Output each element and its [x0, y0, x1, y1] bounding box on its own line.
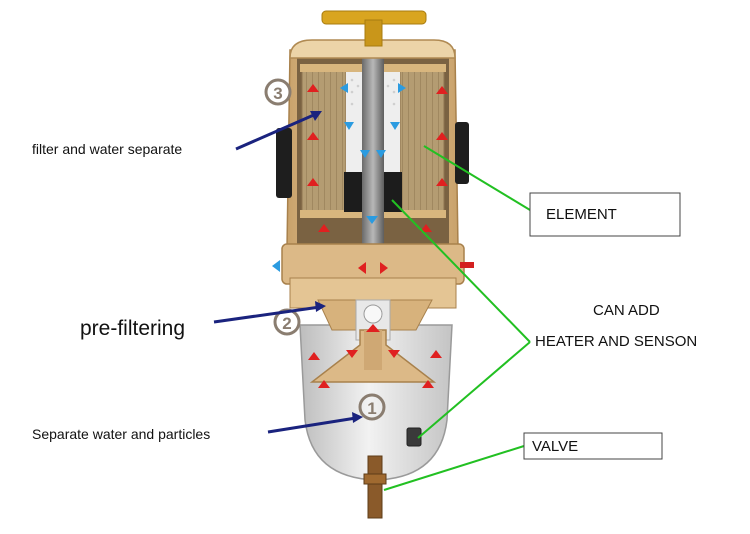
float-ball — [363, 304, 383, 324]
drain-valve — [363, 455, 387, 519]
leader-valve — [383, 445, 525, 491]
valve-label-box — [523, 432, 663, 460]
t-handle-stem — [364, 19, 383, 47]
svg-text:3: 3 — [273, 84, 282, 103]
leader-separate-water — [267, 416, 357, 434]
label-valve: VALVE — [532, 438, 578, 455]
leader-heater-b — [417, 341, 531, 439]
upper-housing — [276, 10, 469, 249]
label-filter-water: filter and water separate — [32, 141, 182, 157]
filter-element-left — [301, 69, 347, 213]
center-shaft — [362, 44, 384, 244]
label-can-add: CAN ADD — [593, 302, 660, 319]
stage-marker-3: 3 — [264, 78, 292, 106]
lower-cone — [309, 329, 437, 383]
label-element: ELEMENT — [546, 206, 617, 223]
leader-lines-navy — [213, 111, 363, 434]
flow-arrows-clean — [272, 83, 406, 272]
housing-lid — [289, 39, 456, 59]
flow-arrows-dirty — [307, 84, 448, 388]
label-separate-water: Separate water and particles — [32, 426, 210, 442]
label-heater-sensor: HEATER AND SENSON — [535, 333, 697, 350]
svg-text:1: 1 — [367, 399, 376, 418]
stage-marker-2: 2 — [273, 308, 301, 336]
leader-pre-filtering — [213, 305, 321, 324]
label-pre-filtering: pre-filtering — [80, 317, 185, 340]
filter-element-right — [399, 69, 445, 213]
leader-lines-green — [383, 145, 531, 491]
leader-heater-a — [391, 199, 531, 343]
leader-filter-water — [235, 112, 317, 151]
stage-marker-1: 1 — [358, 393, 386, 421]
heater-sensor-port — [406, 427, 422, 447]
element-label-box — [529, 192, 681, 237]
filter-illustration: 3 2 1 — [264, 10, 474, 519]
leader-element — [423, 145, 531, 211]
svg-text:2: 2 — [282, 314, 291, 333]
